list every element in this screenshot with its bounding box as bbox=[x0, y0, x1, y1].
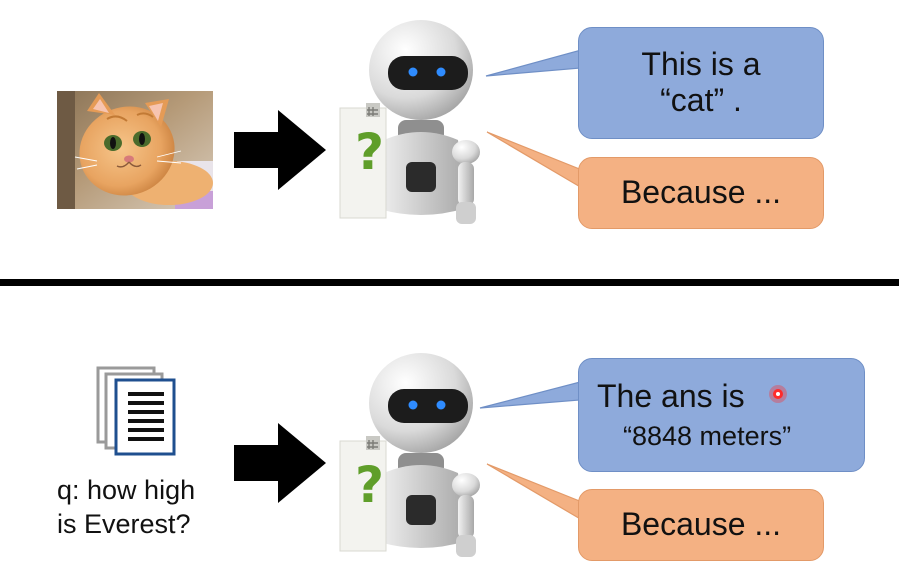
question-mark: ? bbox=[355, 456, 385, 514]
section-divider bbox=[0, 279, 899, 286]
question-line-1: q: how high bbox=[57, 475, 196, 505]
question-text: q: how high is Everest? bbox=[57, 474, 195, 542]
question-line-2: is Everest? bbox=[57, 508, 191, 539]
answer-bubble: This is a “cat” . bbox=[578, 27, 824, 139]
document-stack-icon bbox=[96, 366, 176, 456]
laser-pointer-dot bbox=[769, 385, 787, 403]
reason-bubble: Because ... bbox=[578, 157, 824, 229]
reason-bubble-tail bbox=[486, 131, 583, 190]
answer-line-1: This is a bbox=[641, 46, 761, 83]
answer-bubble: The ans is “8848 meters” bbox=[578, 358, 865, 472]
answer-line-2: “8848 meters” bbox=[623, 420, 792, 451]
reason-bubble-tail bbox=[486, 463, 583, 522]
reason-text: Because ... bbox=[620, 506, 782, 543]
answer-line-1: The ans is bbox=[597, 377, 745, 414]
robot-icon bbox=[339, 353, 480, 557]
cat-photo bbox=[57, 91, 213, 209]
right-arrow-icon bbox=[234, 110, 326, 190]
question-note-icon bbox=[339, 436, 387, 552]
reason-text: Because ... bbox=[620, 174, 782, 211]
reason-bubble: Because ... bbox=[578, 489, 824, 561]
right-arrow-icon bbox=[234, 423, 326, 503]
question-note-icon bbox=[339, 103, 387, 219]
answer-line-2: “cat” . bbox=[660, 82, 742, 118]
answer-bubble-tail bbox=[485, 49, 582, 77]
robot-icon bbox=[339, 20, 480, 224]
question-mark: ? bbox=[355, 123, 385, 181]
answer-bubble-tail bbox=[479, 381, 581, 409]
